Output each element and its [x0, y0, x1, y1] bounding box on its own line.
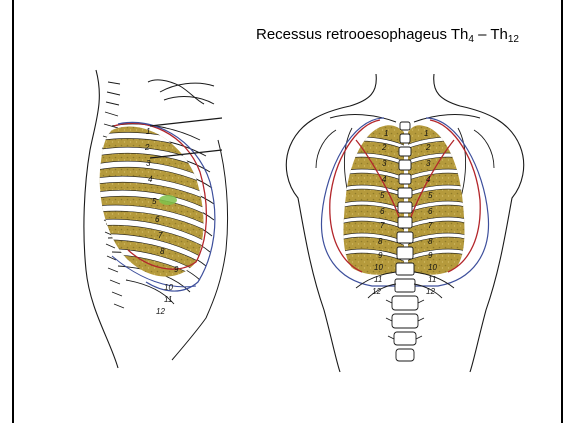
posterior-rib-label: 6: [428, 207, 433, 216]
lateral-rib-label: 4: [148, 175, 153, 184]
lateral-rib-label: 10: [164, 283, 173, 292]
posterior-rib-label: 8: [428, 237, 433, 246]
posterior-rib-label: 2: [425, 143, 431, 152]
lateral-view: 1 2 3 4 5 6 7 8 9 10 11 12: [84, 70, 228, 368]
posterior-rib-label: 2: [381, 143, 387, 152]
lateral-rib-label: 3: [146, 159, 151, 168]
posterior-rib-label: 7: [428, 221, 433, 230]
posterior-rib-label: 5: [428, 191, 433, 200]
posterior-clavicle-outline: [330, 115, 480, 122]
posterior-rib-label: 9: [428, 251, 433, 260]
posterior-rib-label: 12: [426, 287, 435, 296]
posterior-rib-label: 4: [382, 175, 387, 184]
posterior-rib-label: 4: [426, 175, 431, 184]
posterior-rib-label: 12: [372, 287, 381, 296]
lateral-shoulder-outline: [160, 83, 214, 104]
lateral-rib-label: 9: [174, 265, 179, 274]
lateral-rib-label: 12: [156, 307, 165, 316]
posterior-rib-label: 3: [382, 159, 387, 168]
posterior-rib-label: 11: [428, 275, 436, 284]
posterior-rib-label: 3: [426, 159, 431, 168]
posterior-rib-label: 5: [380, 191, 385, 200]
posterior-rib-label: 10: [374, 263, 383, 272]
posterior-rib-label: 1: [424, 129, 428, 138]
lateral-rib-label: 7: [158, 231, 163, 240]
lateral-rib-label: 5: [152, 197, 157, 206]
lateral-rib-label: 11: [164, 295, 172, 304]
posterior-rib-label: 6: [380, 207, 385, 216]
posterior-view: 1 2 3 4 5 6 7 8 9 10 11 12 1 2 3 4 5 6: [286, 74, 523, 372]
lateral-rib-label: 1: [146, 127, 150, 136]
posterior-rib-label: 8: [378, 237, 383, 246]
posterior-rib-label: 7: [380, 221, 385, 230]
posterior-rib-label: 9: [378, 251, 383, 260]
posterior-rib-label: 11: [374, 275, 382, 284]
lateral-rib-label: 8: [160, 247, 165, 256]
posterior-rib-label: 10: [428, 263, 437, 272]
lateral-rib-label: 2: [144, 143, 150, 152]
posterior-rib-label: 1: [384, 129, 388, 138]
lateral-rib-label: 6: [155, 215, 160, 224]
